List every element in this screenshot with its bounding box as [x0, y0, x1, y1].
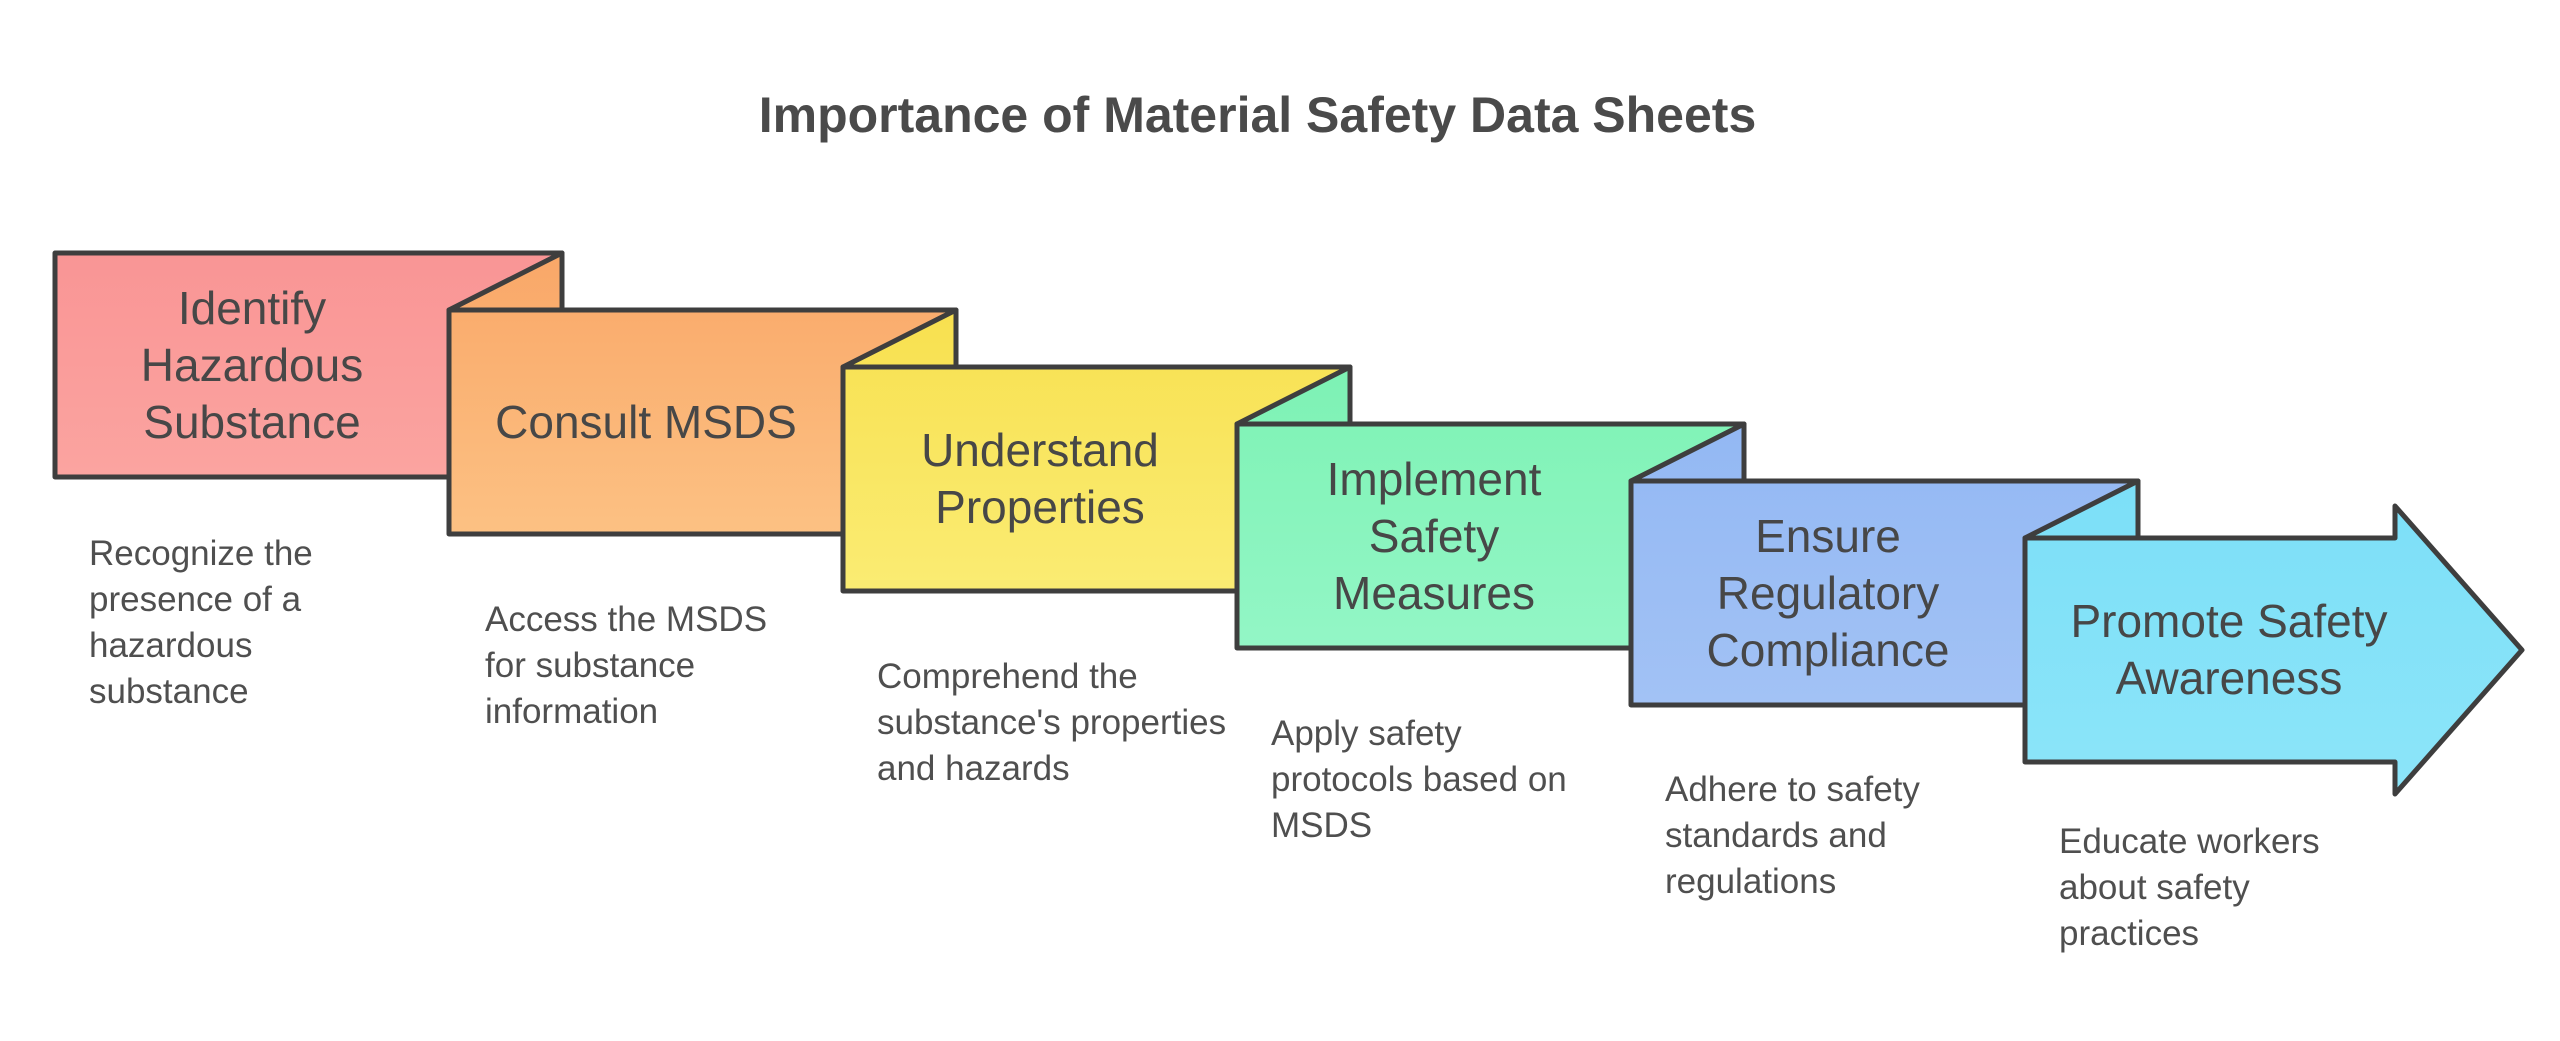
- step-6-arrow: [2022, 503, 2525, 797]
- step-6-label: Promote Safety Awareness: [2070, 595, 2388, 704]
- step-5-label: Ensure Regulatory Compliance: [1706, 509, 1950, 676]
- step-3-description: Comprehend the substance's properties an…: [877, 657, 1227, 788]
- step-1-label: Identify Hazardous Substance: [140, 281, 364, 448]
- step-4-label: Implement Safety Measures: [1326, 452, 1542, 619]
- step-2-label: Consult MSDS: [495, 395, 797, 448]
- step-2-description: Access the MSDS for substance informatio…: [485, 600, 768, 731]
- step-4-description: Apply safety protocols based on MSDS: [1271, 714, 1567, 845]
- step-3-label: Understand Properties: [921, 424, 1159, 533]
- step-1-description: Recognize the presence of a hazardous su…: [89, 534, 313, 711]
- step-5-description: Adhere to safety standards and regulatio…: [1665, 770, 1920, 901]
- step-6-description: Educate workers about safety practices: [2059, 822, 2320, 953]
- page-title: Importance of Material Safety Data Sheet…: [758, 87, 1757, 143]
